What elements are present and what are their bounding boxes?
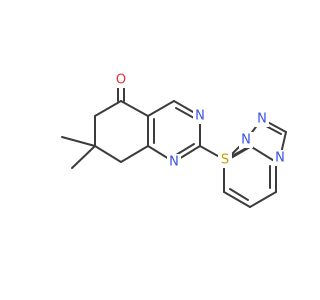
bond xyxy=(120,100,149,117)
bond-methyl xyxy=(71,145,96,169)
atom-label-n: N xyxy=(257,112,267,127)
bond-inner xyxy=(175,143,195,156)
atom-labels: O N N S N N N xyxy=(113,72,287,170)
atom-label-s: S xyxy=(221,153,229,168)
bond-inner xyxy=(265,125,282,135)
bond xyxy=(223,191,251,208)
bond xyxy=(249,145,277,163)
bond xyxy=(249,191,277,208)
atom-label-n: N xyxy=(169,155,179,170)
atom-label-n: N xyxy=(195,109,205,124)
bond-inner xyxy=(229,188,249,201)
bond xyxy=(94,100,122,117)
bond xyxy=(147,100,175,117)
bond-inner xyxy=(175,107,195,119)
bond-methyl xyxy=(61,136,96,147)
molecule-structure-diagram: O N N S N N N xyxy=(61,72,287,208)
bond xyxy=(120,145,149,163)
atom-label-o: O xyxy=(116,73,126,88)
atom-label-n: N xyxy=(275,151,285,166)
bond xyxy=(94,145,122,163)
atom-label-n: N xyxy=(241,133,251,148)
